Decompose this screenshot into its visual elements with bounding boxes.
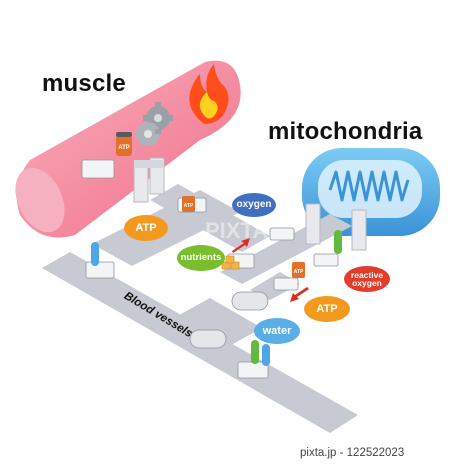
atp-can-label: ATP: [118, 145, 130, 151]
flame-icon: [189, 64, 229, 124]
atp-can-label: ATP: [294, 269, 304, 275]
gas-cylinder-icon: [91, 230, 342, 366]
atp-can-label: ATP: [184, 203, 194, 209]
oxygen-label: oxygen: [232, 193, 276, 217]
nutrients-label: nutrients: [177, 245, 225, 271]
atp-can-icon: ATP ATP: [182, 196, 305, 278]
tanker-icon: [189, 291, 269, 349]
mitochondria-title: mitochondria: [268, 118, 423, 145]
watermark-credit: pixta.jp - 122522023: [300, 447, 405, 459]
truck-icon: [81, 159, 339, 379]
atp-label-left: ATP: [124, 215, 168, 241]
gear-icon: [136, 102, 173, 146]
muscle-title: muscle: [42, 70, 126, 97]
nutrient-crate: [221, 255, 240, 270]
mitochondrion: [302, 148, 440, 236]
arrow-icon: [232, 238, 309, 302]
reactive-oxygen-label: reactive oxygen: [344, 266, 390, 292]
atp-label-right: ATP: [304, 296, 350, 322]
gate-icon: [133, 157, 367, 251]
atp-can-icon: ATP: [116, 132, 132, 156]
watermark-mark: PIXTA: [205, 218, 268, 243]
water-label: water: [254, 318, 300, 344]
